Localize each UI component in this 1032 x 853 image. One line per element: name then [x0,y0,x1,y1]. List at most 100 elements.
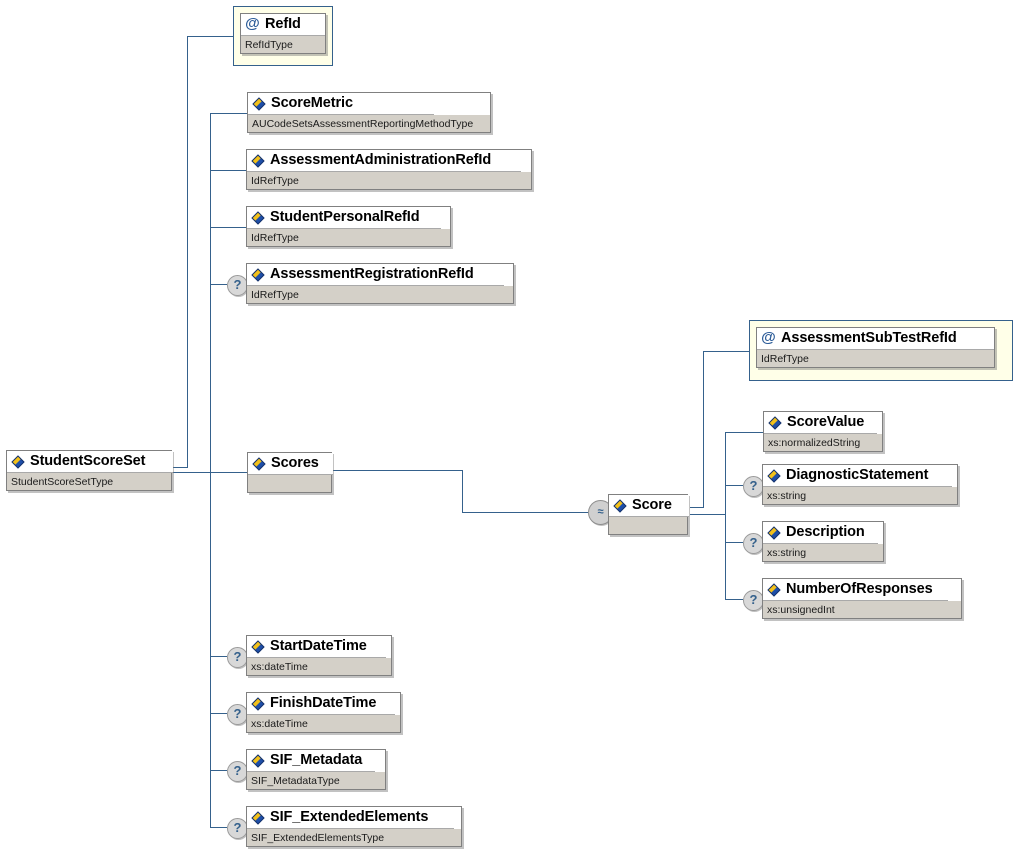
connector-to-finishdatetime [210,713,227,714]
optional-marker-assessmentregistrationrefid: ? [227,275,248,296]
node-scores-label: Scores [271,455,319,471]
optional-marker-diagnosticstatement: ? [743,476,764,497]
node-score[interactable]: Score [608,494,689,535]
connector-root-to-attribute-trunk [172,467,188,468]
node-description[interactable]: Description xs:string [762,521,884,562]
node-diagnosticstatement[interactable]: DiagnosticStatement xs:string [762,464,958,505]
node-scorevalue-type: xs:normalizedString [764,434,882,451]
node-scorevalue[interactable]: ScoreValue xs:normalizedString [763,411,883,452]
connector-to-numberofresponses [725,599,743,600]
element-icon [252,96,266,111]
node-assessmentregistrationrefid-header: AssessmentRegistrationRefId [247,264,504,286]
node-sifmetadata-label: SIF_Metadata [270,752,363,768]
node-score-header: Score [609,495,689,517]
node-numberofresponses-header: NumberOfResponses [763,579,948,601]
optional-marker-startdatetime: ? [227,647,248,668]
connector-element-trunk [210,113,211,827]
node-finishdatetime-type: xs:dateTime [247,715,400,732]
optional-glyph: ? [233,820,242,835]
element-icon [251,639,265,654]
node-studentpersonalrefid[interactable]: StudentPersonalRefId IdRefType [246,206,451,247]
node-finishdatetime[interactable]: FinishDateTime xs:dateTime [246,692,401,733]
element-icon [613,498,627,513]
optional-glyph: ? [233,277,242,292]
node-sifmetadata-type: SIF_MetadataType [247,772,385,789]
node-sifextendedelements-label: SIF_ExtendedElements [270,809,429,825]
node-assessmentadministrationrefid-header: AssessmentAdministrationRefId [247,150,521,172]
element-icon [251,696,265,711]
node-studentscoreset-root[interactable]: StudentScoreSet StudentScoreSetType [6,450,173,491]
connector-to-sifextendedelements [210,827,227,828]
connector-to-studentpersonalrefid [210,227,246,228]
node-finishdatetime-header: FinishDateTime [247,693,395,715]
node-sifextendedelements[interactable]: SIF_ExtendedElements SIF_ExtendedElement… [246,806,462,847]
connector-score-attribute-trunk [703,351,704,508]
connector-score-attribute-to-subtestrefid [703,351,749,352]
optional-glyph: ? [749,478,758,493]
node-assessmentregistrationrefid-type: IdRefType [247,286,513,303]
node-scoremetric-header: ScoreMetric [248,93,434,115]
node-score-label: Score [632,497,672,513]
node-description-label: Description [786,524,865,540]
element-icon [252,456,266,471]
node-scoremetric[interactable]: ScoreMetric AUCodeSetsAssessmentReportin… [247,92,491,133]
node-numberofresponses-type: xs:unsignedInt [763,601,961,618]
node-scores-type [248,475,331,492]
optional-glyph: ? [749,535,758,550]
connector-to-scores [210,472,248,473]
node-studentpersonalrefid-header: StudentPersonalRefId [247,207,441,229]
node-diagnosticstatement-header: DiagnosticStatement [763,465,952,487]
connector-to-sifmetadata [210,770,227,771]
element-icon [767,468,781,483]
node-scoremetric-type: AUCodeSetsAssessmentReportingMethodType [248,115,490,132]
node-scores[interactable]: Scores [247,452,333,493]
node-startdatetime-header: StartDateTime [247,636,386,658]
node-diagnosticstatement-label: DiagnosticStatement [786,467,929,483]
node-assessmentsubtestrefid-frame: @ AssessmentSubTestRefId IdRefType [749,320,1013,381]
node-scoremetric-label: ScoreMetric [271,95,353,111]
node-refid-header: @ RefId [241,14,325,36]
node-refid-label: RefId [265,16,301,32]
node-description-header: Description [763,522,878,544]
connector-score-out-element [690,514,726,515]
node-assessmentadministrationrefid[interactable]: AssessmentAdministrationRefId IdRefType [246,149,532,190]
node-refid[interactable]: @ RefId RefIdType [240,13,326,54]
attribute-icon: @ [761,329,776,346]
node-sifextendedelements-type: SIF_ExtendedElementsType [247,829,461,846]
node-startdatetime[interactable]: StartDateTime xs:dateTime [246,635,392,676]
node-startdatetime-type: xs:dateTime [247,658,391,675]
connector-to-scoremetric [210,113,248,114]
node-scorevalue-label: ScoreValue [787,414,865,430]
node-studentscoreset-header: StudentScoreSet [7,451,173,473]
repeat-glyph: ≈ [597,506,604,518]
node-assessmentadministrationrefid-type: IdRefType [247,172,531,189]
node-scores-header: Scores [248,453,333,475]
node-numberofresponses[interactable]: NumberOfResponses xs:unsignedInt [762,578,962,619]
node-assessmentsubtestrefid[interactable]: @ AssessmentSubTestRefId IdRefType [756,327,995,368]
optional-marker-finishdatetime: ? [227,704,248,725]
node-assessmentadministrationrefid-label: AssessmentAdministrationRefId [270,152,492,168]
node-score-type [609,517,687,534]
optional-marker-sifextendedelements: ? [227,818,248,839]
node-startdatetime-label: StartDateTime [270,638,367,654]
element-icon [251,753,265,768]
node-diagnosticstatement-type: xs:string [763,487,957,504]
node-description-type: xs:string [763,544,883,561]
element-icon [251,810,265,825]
node-sifmetadata[interactable]: SIF_Metadata SIF_MetadataType [246,749,386,790]
optional-marker-description: ? [743,533,764,554]
element-icon [767,582,781,597]
node-assessmentregistrationrefid[interactable]: AssessmentRegistrationRefId IdRefType [246,263,514,304]
connector-to-diagnosticstatement [725,485,743,486]
element-icon [251,210,265,225]
attribute-icon: @ [245,15,260,32]
connector-to-assessmentadministrationrefid [210,170,246,171]
connector-root-to-element-trunk [172,472,211,473]
optional-marker-numberofresponses: ? [743,590,764,611]
node-assessmentsubtestrefid-header: @ AssessmentSubTestRefId [757,328,994,350]
connector-attribute-trunk-to-refid [187,36,233,37]
node-scorevalue-header: ScoreValue [764,412,877,434]
optional-glyph: ? [233,706,242,721]
node-assessmentsubtestrefid-label: AssessmentSubTestRefId [781,330,957,346]
node-studentscoreset-label: StudentScoreSet [30,453,146,469]
